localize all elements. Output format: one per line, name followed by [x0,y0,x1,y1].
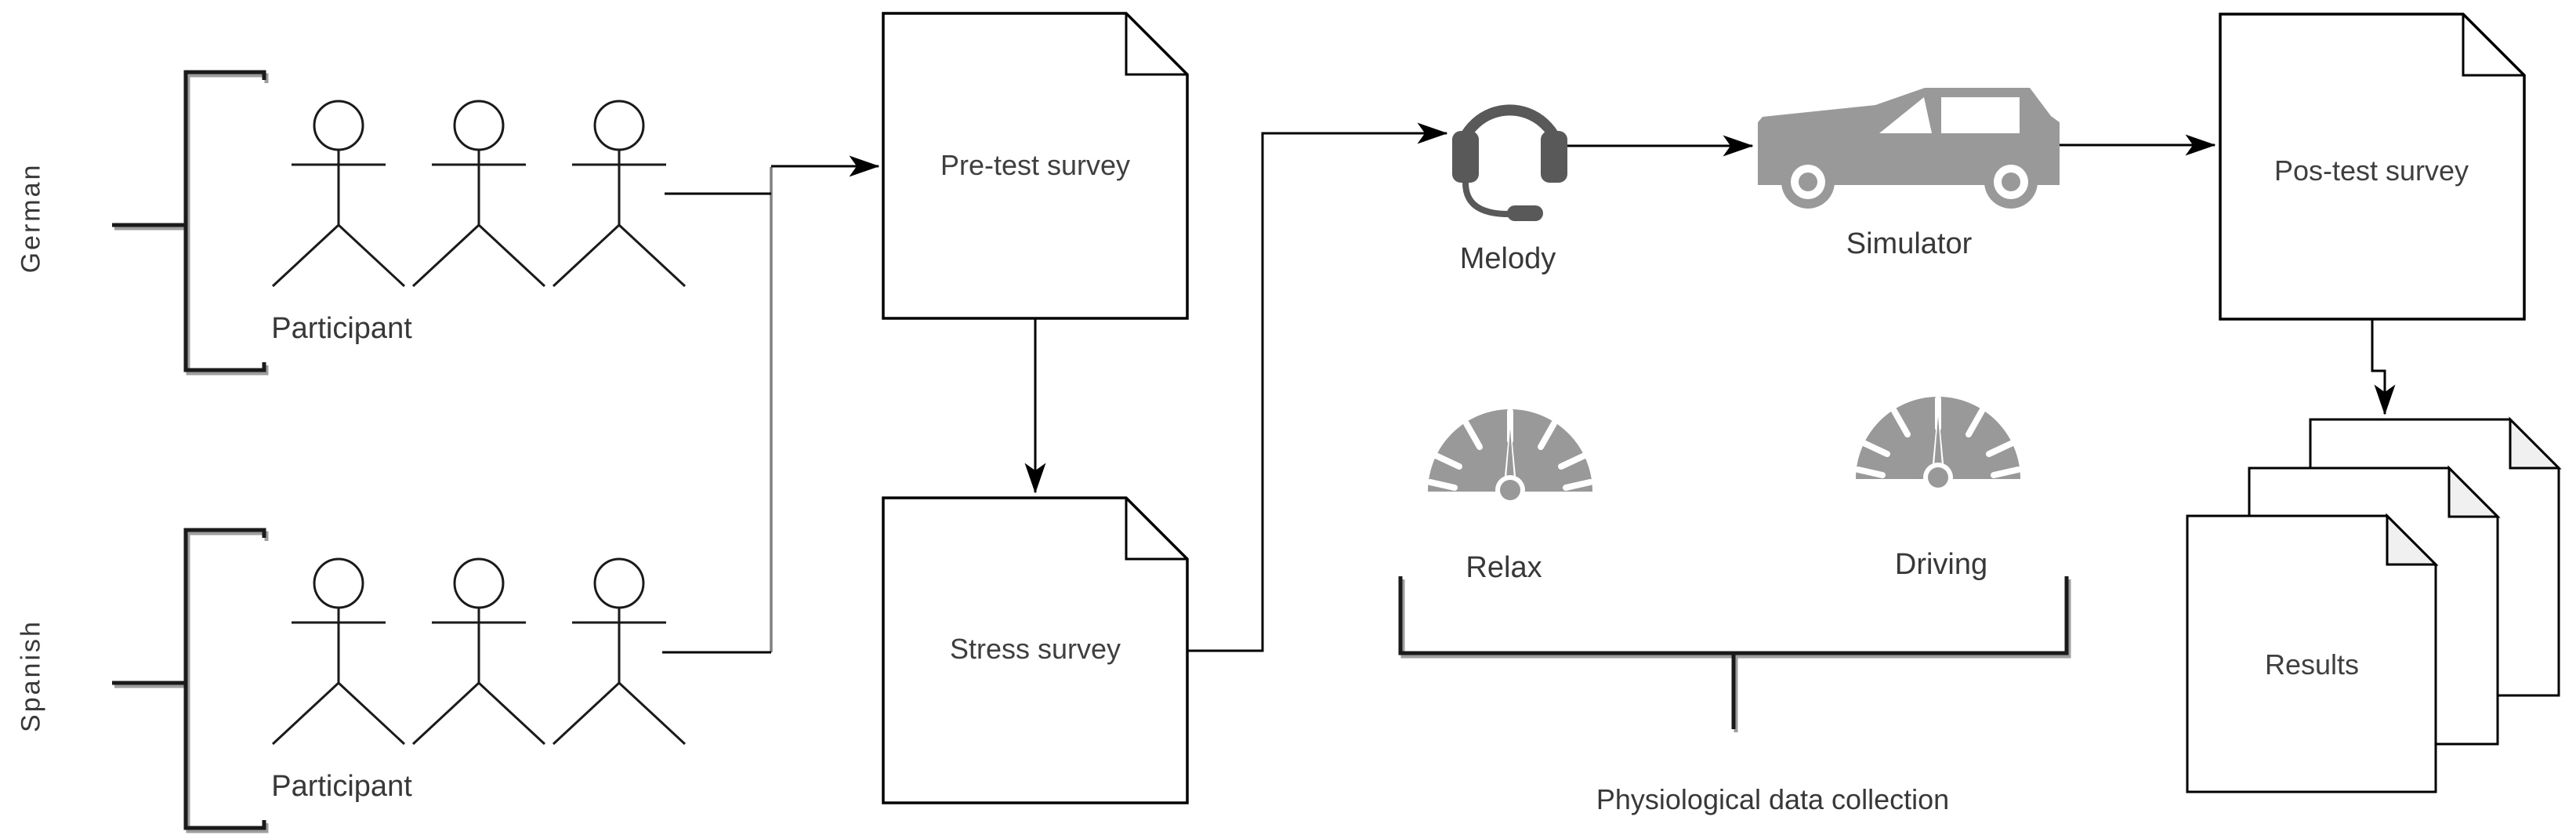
stress-title: Stress survey [949,633,1121,666]
arrow-stress-to-melody [1187,122,1448,652]
arrow-postest-to-results [2371,318,2396,416]
spanish-group-label: Spanish [16,619,46,732]
results-label: Results [2264,648,2360,681]
melody-label: Melody [1459,242,1556,276]
spanish-participant-label: Participant [271,770,412,804]
headset-icon [1452,104,1567,221]
documents-stack-icon [2186,418,2560,793]
physio-bracket [1398,576,2071,732]
spanish-group-bracket [112,528,269,833]
relax-gauge-icon [1428,409,1592,505]
driving-label: Driving [1894,548,1988,582]
german-participants [271,100,687,288]
german-group-label: German [16,162,46,274]
driving-gauge-icon [1856,397,2020,492]
postest-title: Pos-test survey [2273,154,2469,187]
physio-caption: Physiological data collection [1596,783,1950,816]
pretest-title: Pre-test survey [940,149,1131,182]
relax-label: Relax [1466,551,1542,585]
simulator-label: Simulator [1846,227,1973,261]
german-group-bracket [112,70,269,376]
spanish-participants [271,557,687,746]
car-icon [1758,88,2060,209]
person-icon [271,100,406,288]
person-icon [411,557,546,746]
german-participant-label: Participant [271,312,412,346]
person-icon [411,100,546,288]
person-icon [271,557,406,746]
